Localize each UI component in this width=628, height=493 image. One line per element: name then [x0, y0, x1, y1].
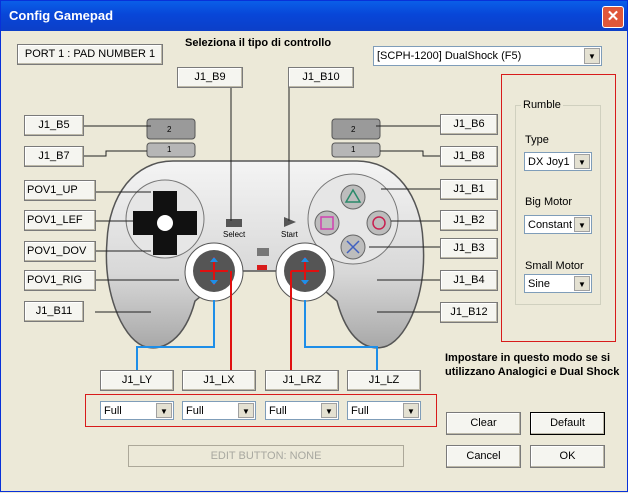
- button-b2[interactable]: J1_B2: [440, 210, 498, 231]
- chevron-down-icon: ▼: [238, 403, 254, 418]
- big-motor-select[interactable]: Constant ▼: [524, 215, 592, 234]
- chevron-down-icon: ▼: [574, 217, 590, 232]
- rumble-title: Rumble: [521, 99, 563, 111]
- axis-lrz-mode-value: Full: [269, 405, 287, 417]
- chevron-down-icon: ▼: [403, 403, 419, 418]
- dpad-center: [157, 215, 173, 231]
- axis-lx-button[interactable]: J1_LX: [182, 370, 256, 391]
- chevron-down-icon: ▼: [156, 403, 172, 418]
- button-b1[interactable]: J1_B1: [440, 179, 498, 200]
- r1-shoulder: [331, 142, 381, 158]
- window-title: Config Gamepad: [9, 8, 114, 23]
- clear-button[interactable]: Clear: [446, 412, 521, 435]
- triangle-button: [340, 184, 366, 210]
- r1-label: 1: [351, 145, 356, 154]
- analog-led: [257, 265, 267, 270]
- button-pov-down[interactable]: POV1_DOV: [24, 241, 96, 262]
- button-b3[interactable]: J1_B3: [440, 238, 498, 259]
- r2-shoulder: [331, 118, 381, 140]
- cross-symbol-icon: [346, 240, 360, 254]
- axis-ly-button[interactable]: J1_LY: [100, 370, 174, 391]
- button-pov-left[interactable]: POV1_LEF: [24, 210, 96, 231]
- axis-lx-mode-select[interactable]: Full ▼: [182, 401, 256, 420]
- chevron-down-icon: ▼: [574, 154, 590, 169]
- cancel-button[interactable]: Cancel: [446, 445, 521, 468]
- rumble-highlight: [501, 74, 616, 342]
- chevron-down-icon: ▼: [584, 48, 600, 64]
- button-b5[interactable]: J1_B5: [24, 115, 84, 136]
- small-motor-value: Sine: [528, 278, 551, 290]
- select-hint-text: Seleziona il tipo di controllo: [185, 37, 332, 49]
- axis-lx-mode-value: Full: [186, 405, 204, 417]
- axis-lz-button[interactable]: J1_LZ: [347, 370, 421, 391]
- ok-button[interactable]: OK: [530, 445, 605, 468]
- l1-shoulder: [146, 142, 196, 158]
- button-b8[interactable]: J1_B8: [440, 146, 498, 167]
- right-connector-lines: [369, 125, 441, 313]
- axis-lrz-mode-select[interactable]: Full ▼: [265, 401, 339, 420]
- small-motor-select[interactable]: Sine ▼: [524, 274, 592, 293]
- select-text: Select: [223, 230, 246, 239]
- close-button[interactable]: ✕: [602, 6, 624, 28]
- l2-shoulder: [146, 118, 196, 140]
- axis-lz-mode-value: Full: [351, 405, 369, 417]
- l1-label: 1: [167, 145, 172, 154]
- circle-button: [366, 210, 392, 236]
- port-label: PORT 1 : PAD NUMBER 1: [17, 44, 163, 65]
- button-pov-right[interactable]: POV1_RIG: [24, 270, 96, 291]
- button-pov-up[interactable]: POV1_UP: [24, 180, 96, 201]
- button-b7[interactable]: J1_B7: [24, 146, 84, 167]
- start-button: [284, 217, 296, 227]
- controller-type-value: [SCPH-1200] DualShock (F5): [377, 50, 522, 62]
- title-bar: Config Gamepad ✕: [1, 1, 627, 31]
- ly-axis-line: [136, 300, 215, 370]
- button-b10[interactable]: J1_B10: [288, 67, 354, 88]
- button-b9[interactable]: J1_B9: [177, 67, 243, 88]
- button-b11[interactable]: J1_B11: [24, 301, 84, 322]
- start-text: Start: [281, 230, 298, 239]
- axis-lrz-button[interactable]: J1_LRZ: [265, 370, 339, 391]
- select-button: [226, 219, 242, 227]
- lz-axis-line: [304, 300, 378, 370]
- analog-note: Impostare in questo modo se si utilizzan…: [445, 352, 620, 378]
- r2-label: 2: [351, 125, 356, 134]
- small-motor-label: Small Motor: [525, 260, 584, 272]
- button-b12[interactable]: J1_B12: [440, 302, 498, 323]
- axis-mode-highlight: [85, 394, 437, 427]
- default-button[interactable]: Default: [530, 412, 605, 435]
- rumble-type-label: Type: [525, 134, 549, 146]
- axis-lz-mode-select[interactable]: Full ▼: [347, 401, 421, 420]
- axis-ly-mode-select[interactable]: Full ▼: [100, 401, 174, 420]
- button-b6[interactable]: J1_B6: [440, 114, 498, 135]
- axis-ly-mode-value: Full: [104, 405, 122, 417]
- big-motor-value: Constant: [528, 219, 573, 231]
- controller-type-select[interactable]: [SCPH-1200] DualShock (F5) ▼: [373, 46, 602, 66]
- face-buttons-well: [307, 173, 399, 265]
- circle-symbol-icon: [372, 216, 386, 230]
- l2-label: 2: [167, 125, 172, 134]
- big-motor-label: Big Motor: [525, 196, 573, 208]
- edit-button-status: EDIT BUTTON: NONE: [128, 445, 404, 467]
- square-button: [314, 210, 340, 236]
- triangle-symbol-icon: [344, 188, 362, 203]
- analog-mode-button: [257, 248, 269, 256]
- button-b4[interactable]: J1_B4: [440, 270, 498, 291]
- rumble-type-value: DX Joy1: [528, 156, 570, 168]
- left-connector-lines: [83, 125, 179, 313]
- chevron-down-icon: ▼: [321, 403, 337, 418]
- rumble-type-select[interactable]: DX Joy1 ▼: [524, 152, 592, 171]
- square-symbol-icon: [320, 216, 334, 230]
- chevron-down-icon: ▼: [574, 276, 590, 291]
